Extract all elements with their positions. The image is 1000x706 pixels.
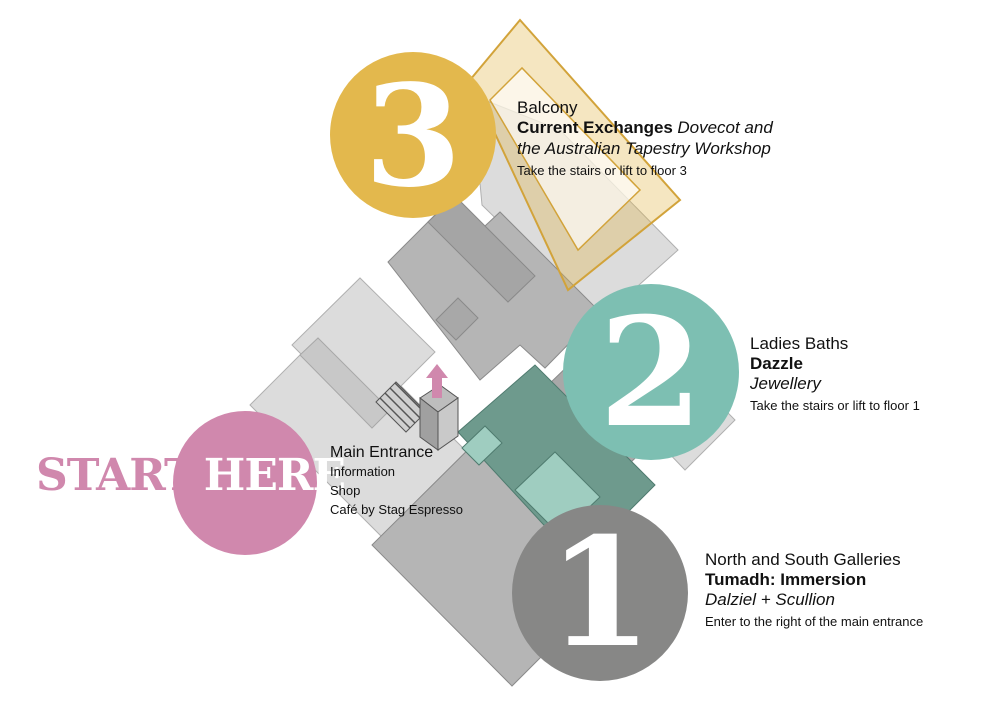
floor-3-label: Balcony Current Exchanges Dovecot and th…	[517, 98, 847, 178]
floor-3-location: Balcony	[517, 98, 578, 117]
balcony-outline	[468, 18, 682, 292]
floor-2-directions: Take the stairs or lift to floor 1	[750, 398, 920, 414]
floor-3-exhibition-subtitle-b: the Australian Tapestry Workshop	[517, 138, 771, 158]
here-word: HERE	[203, 450, 346, 501]
floor-2-label: Ladies Baths Dazzle Jewellery Take the s…	[750, 334, 990, 413]
entrance-shop: Shop	[330, 482, 361, 498]
main-entrance-label: Main Entrance Information Shop Café by S…	[330, 444, 463, 519]
floor-2-number: 2	[599, 285, 703, 461]
floor-2-artists: Jewellery	[750, 374, 821, 394]
floor-1-location: North and South Galleries	[705, 550, 901, 569]
floor-2-location: Ladies Baths	[750, 334, 849, 353]
floor-1-artists: Dalziel + Scullion	[705, 590, 835, 610]
floor-1-directions: Enter to the right of the main entrance	[705, 614, 924, 630]
floor-2-exhibition: Dazzle	[750, 354, 803, 374]
start-word: START	[36, 450, 197, 501]
floor-3-directions: Take the stairs or lift to floor 3	[517, 162, 687, 178]
floor-3-exhibition: Current Exchanges	[517, 118, 673, 138]
stairs-icon	[375, 381, 427, 433]
up-arrow-icon	[426, 364, 448, 398]
floor-3-exhibition-subtitle-a: Dovecot and	[677, 118, 773, 138]
floor-1-number: 1	[548, 505, 652, 681]
floor-1-exhibition: Tumadh: Immersion	[705, 570, 867, 590]
floor-1-badge: 1	[512, 505, 688, 681]
floor-3-badge: 3	[330, 52, 496, 219]
entrance-info: Information	[330, 463, 396, 479]
entrance-cafe: Café by Stag Espresso	[330, 501, 463, 517]
floor-2-badge: 2	[563, 284, 739, 461]
floor-3-number: 3	[364, 55, 461, 219]
lift-icon	[419, 384, 459, 451]
floor-1-label: North and South Galleries Tumadh: Immers…	[705, 550, 990, 629]
main-entrance-title: Main Entrance	[330, 444, 434, 461]
start-here-badge	[173, 411, 317, 555]
